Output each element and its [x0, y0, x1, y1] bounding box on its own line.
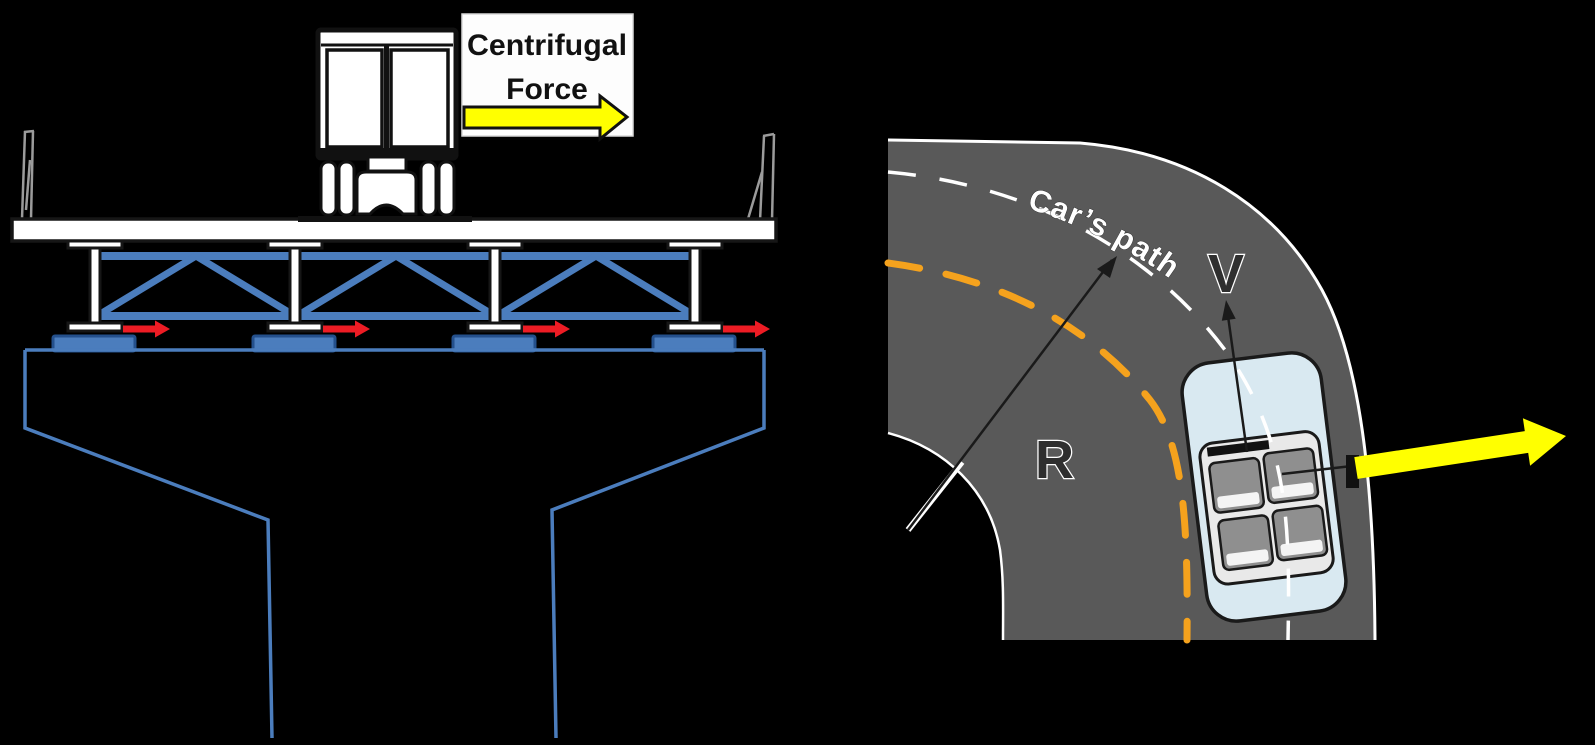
bearing-force-arrows — [123, 320, 770, 338]
radius-arrow-shaft — [907, 259, 1113, 531]
bearing-force-arrow-1 — [123, 320, 170, 338]
girder-3 — [466, 239, 524, 333]
car-window-pane — [1262, 447, 1320, 505]
truss-chevron-3 — [495, 251, 697, 319]
truss-chevron-2 — [295, 251, 497, 319]
force-connector-line — [1281, 464, 1353, 476]
truck-door-left — [325, 48, 384, 149]
truck-wheel-3 — [419, 160, 438, 217]
cross-frame-truss — [95, 251, 697, 320]
car-window-pane — [1217, 514, 1275, 572]
velocity-arrow-shaft — [1226, 315, 1249, 453]
bearings — [51, 334, 737, 353]
radius-arrow — [905, 256, 1117, 532]
bridge-diagram: Centrifugal Force — [10, 13, 778, 739]
car-windshield-strip — [1206, 440, 1270, 457]
truck-bumper — [355, 170, 418, 216]
centrifugal-force-callout: Centrifugal Force — [461, 13, 634, 143]
car-centrifugal-arrow — [1354, 418, 1566, 479]
truck-wheel-1 — [319, 160, 338, 217]
car — [1180, 351, 1348, 623]
car-window-pane — [1208, 456, 1266, 514]
truck-door-right — [389, 48, 450, 149]
right-railing — [746, 132, 776, 222]
radius-label: R — [1035, 430, 1074, 490]
centrifugal-force-arrow — [462, 92, 630, 143]
road-center-line — [884, 259, 1191, 644]
force-label-line2: Force — [506, 73, 588, 106]
bearing-force-arrow-2 — [323, 320, 370, 338]
truck — [315, 27, 459, 217]
velocity-arrowhead — [1221, 300, 1236, 321]
truss-chevron-1 — [95, 251, 297, 319]
girders — [66, 239, 724, 333]
bridge-deck — [10, 217, 778, 243]
velocity-label: V — [1208, 244, 1244, 304]
truck-wheel-2 — [337, 160, 356, 217]
velocity-arrow — [1221, 300, 1249, 453]
bearing-force-arrow-4 — [723, 320, 770, 338]
curve-diagram: Car’s path V R — [884, 138, 1566, 644]
radius-arrowhead — [1097, 256, 1117, 278]
bearing-force-arrow-3 — [523, 320, 570, 338]
force-label-line1: Centrifugal — [467, 29, 627, 62]
car-centrifugal-force — [1281, 418, 1566, 488]
girder-2 — [266, 239, 324, 333]
truck-license-plate — [366, 155, 408, 173]
truck-wheel-4 — [437, 160, 456, 217]
car-window-pane — [1271, 504, 1329, 562]
car-path-line — [887, 170, 1291, 641]
girder-4 — [666, 239, 724, 333]
bridge-pier — [23, 348, 766, 739]
car-windows — [1208, 447, 1329, 572]
girder-1 — [66, 239, 124, 333]
truck-underframe-rail — [318, 148, 456, 158]
road-inner-edge — [887, 431, 1005, 641]
road-outer-edge — [887, 138, 1377, 641]
left-railing — [20, 129, 35, 220]
